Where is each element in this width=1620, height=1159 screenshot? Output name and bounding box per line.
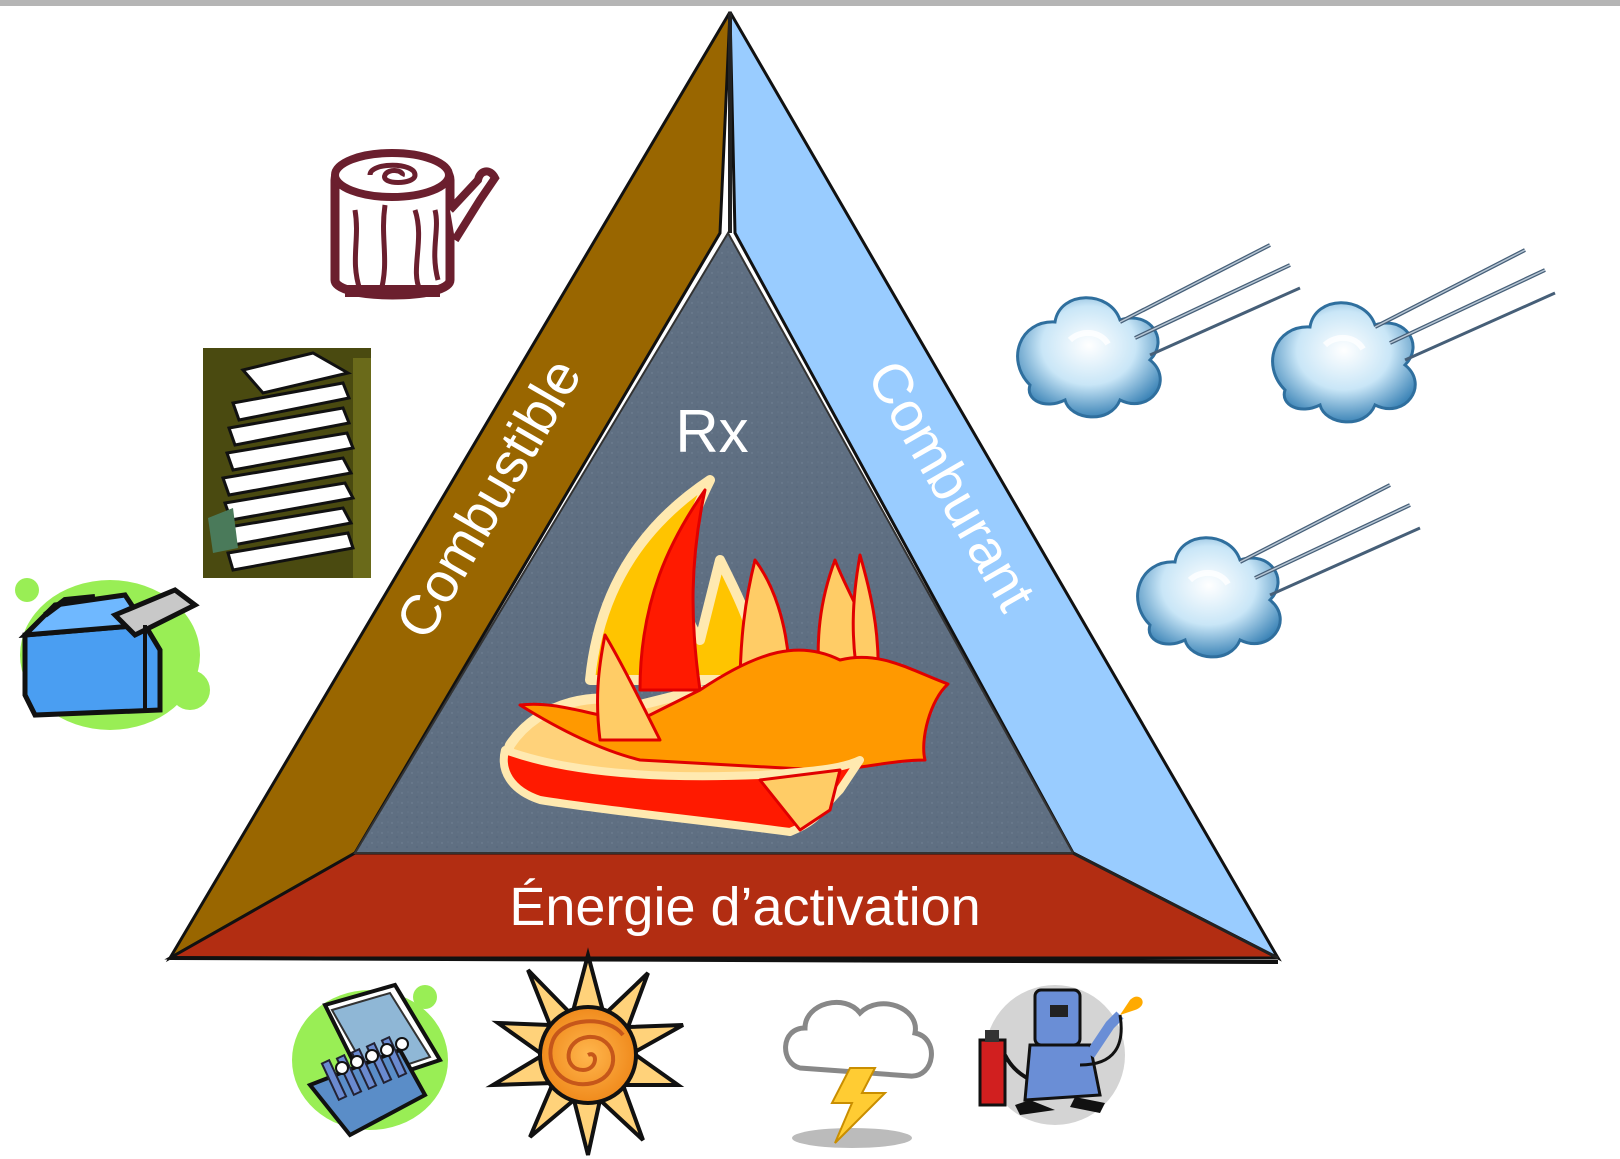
fuel-can-icon <box>15 578 210 730</box>
flame-icon <box>499 475 950 836</box>
matchbook-icon <box>292 982 448 1138</box>
air-gust-icon <box>1273 250 1555 422</box>
activation-energy-label: Énergie d’activation <box>509 877 980 937</box>
paper-stack-icon <box>203 348 371 578</box>
welder-icon <box>978 985 1143 1125</box>
top-border <box>0 0 1620 6</box>
sun-icon <box>485 947 685 1156</box>
fire-triangle <box>164 11 1282 964</box>
air-gust-icon <box>1018 245 1300 417</box>
wood-log-icon <box>330 149 500 300</box>
air-gust-icon <box>1138 485 1420 657</box>
reaction-label: Rx <box>675 398 748 465</box>
lightning-cloud-icon <box>783 999 934 1148</box>
